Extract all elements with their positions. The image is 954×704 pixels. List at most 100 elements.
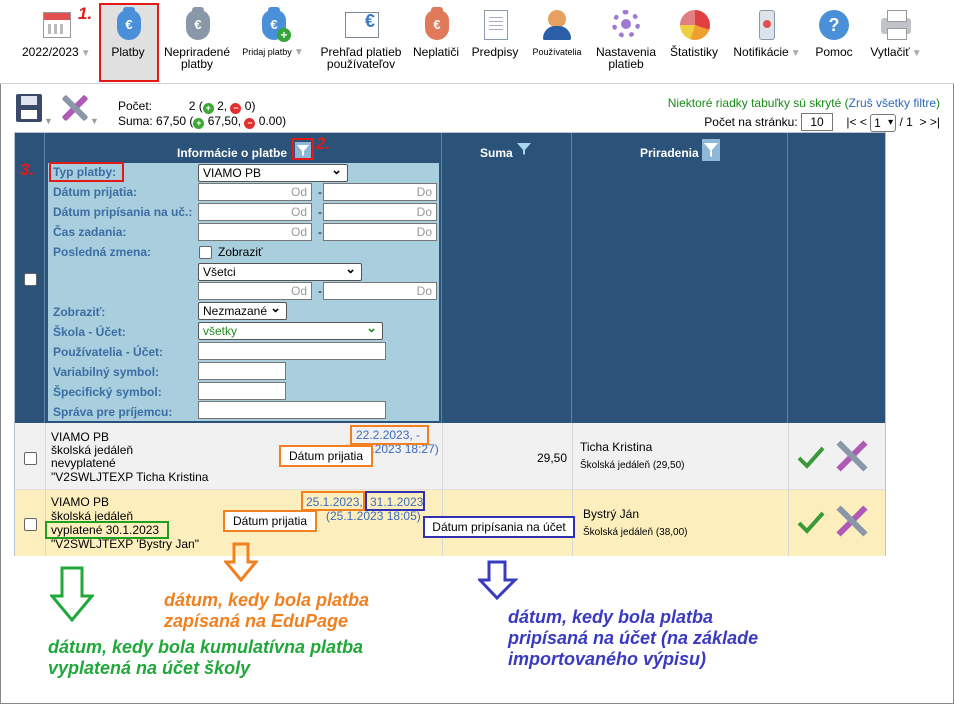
phone-notification-icon [749, 8, 785, 42]
tools-icon[interactable] [835, 439, 869, 473]
step-marker-1: 1. [78, 4, 93, 23]
table-row[interactable]: VIAMO PB školská jedáleň vyplatené 30.1.… [15, 490, 885, 556]
filter-funnel-icon[interactable] [702, 139, 720, 161]
row-checkbox[interactable] [24, 452, 37, 465]
filter-funnel-icon[interactable] [516, 141, 532, 157]
gear-icon [608, 8, 644, 42]
payment-settings-button[interactable]: Nastavenia platieb [594, 8, 658, 70]
pie-chart-icon [676, 8, 712, 42]
last-change-from[interactable]: Od [198, 282, 312, 300]
print-button[interactable]: Vytlačiť▼ [866, 8, 926, 60]
clear-filters-link[interactable]: Zruš všetky filtre [848, 96, 936, 110]
info-column-header: Informácie o platbe Typ platby: VIAMO PB… [45, 133, 442, 423]
step-marker-2: 2. [316, 134, 331, 153]
table-header: Informácie o platbe Typ platby: VIAMO PB… [15, 133, 885, 423]
date-credited-to[interactable]: Do [323, 203, 437, 221]
date-received-to[interactable]: Do [323, 183, 437, 201]
date-credited-highlight [365, 491, 425, 511]
prescriptions-button[interactable]: Predpisy [470, 8, 520, 58]
date-received-callout: Dátum prijatia [279, 445, 373, 467]
pager-prev[interactable]: |< < [846, 115, 867, 129]
time-entered-to[interactable]: Do [323, 223, 437, 241]
row-checkbox[interactable] [24, 518, 37, 531]
statistics-button[interactable]: Štatistiky [668, 8, 720, 58]
date-received-callout: Dátum prijatia [223, 510, 317, 532]
users-button[interactable]: Používatelia [530, 8, 584, 58]
select-all-checkbox[interactable] [24, 273, 37, 286]
funnel-highlight [292, 138, 314, 160]
date-credited-from[interactable]: Od [198, 203, 312, 221]
pager: Počet na stránku: |< < 1 / 1 > >| [704, 113, 940, 132]
time-entered-from[interactable]: Od [198, 223, 312, 241]
message-input[interactable] [198, 401, 386, 419]
specific-symbol-input[interactable] [198, 382, 286, 400]
tools-icon[interactable] [835, 504, 869, 538]
school-year-selector[interactable]: 2022/2023▼ [22, 8, 91, 60]
save-icon[interactable] [16, 94, 42, 122]
time-entered-value: (25.1.2023 18:05) [326, 509, 421, 523]
date-received-highlight [301, 491, 365, 511]
filter-funnel-icon[interactable] [295, 142, 311, 158]
dropdown-arrow-icon: ▼ [90, 116, 99, 126]
orange-arrow-icon [222, 542, 260, 585]
help-button[interactable]: ? Pomoc [812, 8, 856, 58]
tools-icon[interactable] [58, 92, 92, 124]
printer-icon [878, 8, 914, 42]
dropdown-arrow-icon: ▼ [44, 116, 53, 126]
date-received-value: 22.2.2023, - [356, 428, 421, 442]
help-icon: ? [816, 8, 852, 42]
plus-circle-icon: + [193, 118, 205, 129]
document-icon [477, 8, 513, 42]
dropdown-arrow-icon: ▼ [293, 47, 304, 58]
non-payers-button[interactable]: € Neplatiči [412, 7, 460, 58]
green-explanation: dátum, kedy bola kumulatívna platba vypl… [48, 637, 364, 678]
page-select[interactable]: 1 [870, 113, 897, 132]
assign-column-header: Priradenia [572, 133, 788, 423]
date-credited-callout: Dátum pripísania na účet [423, 516, 575, 538]
per-page-input[interactable] [801, 113, 834, 131]
green-arrow-icon [48, 566, 96, 625]
dropdown-arrow-icon: ▼ [790, 48, 801, 59]
payment-type-select[interactable]: VIAMO PB [198, 162, 348, 182]
money-bag-question-icon: € [179, 7, 215, 42]
date-received-from[interactable]: Od [198, 183, 312, 201]
last-change-user-select[interactable]: Všetci [198, 261, 362, 281]
summary-counts: Počet: 2 (+ 2, − 0) Suma: 67,50 (+ 67,50… [118, 99, 287, 129]
minus-circle-icon: − [244, 118, 256, 129]
school-account-select[interactable]: všetky [198, 320, 383, 340]
orange-explanation: dátum, kedy bola platba zapísaná na EduP… [164, 590, 370, 631]
calendar-icon [38, 8, 74, 42]
users-account-input[interactable] [198, 342, 386, 360]
step-marker-3: 3. [20, 160, 35, 179]
dropdown-arrow-icon: ▼ [911, 48, 922, 59]
table-row[interactable]: VIAMO PB školská jedáleň nevyplatené "V2… [15, 423, 885, 490]
money-bag-add-icon: €+ [255, 7, 291, 42]
hidden-rows-note: Niektoré riadky tabuľky sú skryté (Zruš … [667, 96, 940, 110]
pager-next[interactable]: > >| [919, 115, 940, 129]
paid-out-highlight [45, 521, 169, 539]
blue-explanation: dátum, kedy bola platba pripísaná na úče… [508, 607, 759, 669]
blue-arrow-icon [476, 560, 519, 603]
last-change-to[interactable]: Do [323, 282, 437, 300]
unassigned-payments-button[interactable]: € Nepriradené platby [162, 7, 232, 70]
payments-button[interactable]: € Platby [108, 7, 148, 58]
main-toolbar: 2022/2023▼ € Platby € Nepriradené platby… [0, 0, 954, 84]
date-credited-value: 31.1.2023 [370, 495, 424, 509]
select-all-column [15, 133, 45, 423]
add-payments-button[interactable]: €+ Pridaj platby▼ [240, 7, 306, 59]
notifications-button[interactable]: Notifikácie▼ [730, 8, 804, 60]
user-payments-overview-button[interactable]: € Prehľad platieb používateľov [316, 8, 406, 70]
filter-type-label: Typ platby: [53, 165, 117, 179]
plus-circle-icon: + [202, 103, 214, 114]
show-deleted-select[interactable]: Nezmazané [198, 300, 287, 320]
check-icon[interactable] [797, 445, 825, 469]
variable-symbol-input[interactable] [198, 362, 286, 380]
money-bag-warning-icon: € [418, 7, 454, 42]
date-received-highlight [350, 425, 429, 445]
last-change-checkbox[interactable] [199, 246, 212, 259]
money-bag-icon: € [110, 7, 146, 42]
filter-panel: Typ platby: VIAMO PB Dátum prijatia: Od … [48, 162, 439, 421]
check-icon[interactable] [797, 510, 825, 534]
user-icon [539, 8, 575, 42]
payments-table: Informácie o platbe Typ platby: VIAMO PB… [14, 132, 886, 556]
